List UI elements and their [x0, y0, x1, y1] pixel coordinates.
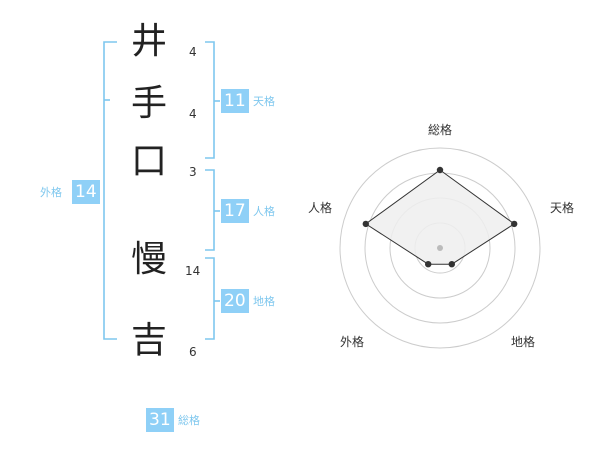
name-char-5: 吉 [130, 320, 167, 361]
radar-axis-label-jinkaku: 人格 [308, 201, 333, 215]
gaikaku-value-badge: 14 [72, 180, 100, 204]
radar-data-point [448, 261, 455, 268]
tenkaku-label: 天格 [253, 95, 275, 108]
stroke-count-1: 4 [189, 45, 197, 59]
stroke-count-5: 6 [189, 345, 197, 359]
soukaku-value-badge: 31 [146, 408, 174, 432]
bracket-tenkaku [205, 41, 215, 159]
radar-center-dot [437, 245, 443, 251]
name-char-2: 手 [130, 83, 167, 124]
jinkaku-value-badge: 17 [221, 199, 249, 223]
stroke-count-2: 4 [189, 107, 197, 121]
name-char-3: 口 [130, 141, 167, 182]
name-char-1: 井 [130, 21, 167, 62]
radar-data-point [425, 261, 432, 268]
jinkaku-label: 人格 [253, 205, 275, 218]
radar-axis-label-gaikaku: 外格 [340, 335, 365, 349]
radar-axis-label-chikaku: 地格 [511, 335, 536, 349]
name-char-4: 慢 [130, 239, 167, 280]
bracket-chikaku [205, 257, 215, 340]
stroke-count-3: 3 [189, 165, 197, 179]
radar-data-point [511, 220, 518, 228]
chikaku-value-badge: 20 [221, 289, 249, 313]
radar-grid-ring [339, 147, 541, 349]
bracket-gaikaku [103, 41, 117, 340]
radar-axis-label-soukaku: 総格 [428, 123, 453, 137]
radar-data-point [362, 220, 369, 228]
soukaku-label: 総格 [178, 414, 200, 427]
radar-data-polygon [364, 169, 516, 265]
bracket-jinkaku [205, 169, 215, 251]
gaikaku-label: 外格 [40, 186, 62, 199]
radar-data-point [436, 166, 444, 174]
chikaku-label: 地格 [253, 295, 275, 308]
tenkaku-value-badge: 11 [221, 89, 249, 113]
radar-axis-label-tenkaku: 天格 [550, 201, 575, 215]
stroke-count-4: 14 [185, 264, 201, 278]
